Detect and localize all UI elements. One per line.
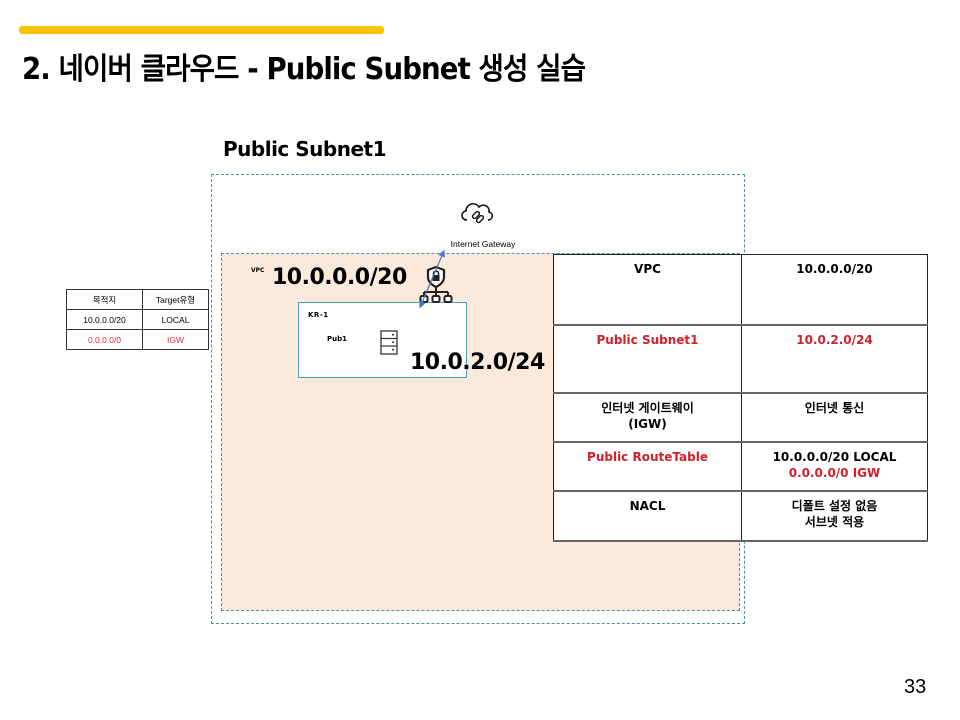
key-cell: VPC	[553, 254, 742, 325]
vpc-cidr: 10.0.0.0/20	[272, 265, 407, 290]
value-line: 디폴트 설정 없음	[791, 498, 878, 513]
vpc-tag: VPC	[251, 267, 265, 274]
value-cell: 디폴트 설정 없음 서브넷 적용	[741, 490, 928, 541]
value-line: 10.0.0.0/20 LOCAL	[772, 449, 897, 464]
page-number: 33	[904, 676, 927, 698]
key-line: 인터넷 게이트웨이	[601, 400, 694, 415]
key-cell: Public Subnet1	[553, 324, 742, 393]
arrow-icon	[419, 249, 445, 309]
value-line: 0.0.0.0/0 IGW	[788, 465, 881, 480]
value-line: 서브넷 적용	[804, 514, 865, 529]
zone-label: KR-1	[308, 311, 329, 319]
subnet-cidr: 10.0.2.0/24	[410, 350, 545, 375]
accent-bar	[19, 26, 384, 34]
key-cell: Public RouteTable	[553, 441, 742, 491]
column-header-destination: 목적지	[66, 289, 143, 310]
table-row: 인터넷 게이트웨이 (IGW) 인터넷 통신	[553, 392, 928, 442]
server-icon	[380, 330, 398, 355]
key-cell: NACL	[553, 490, 742, 541]
value-cell: 인터넷 통신	[741, 392, 928, 442]
table-row: 10.0.0.0/20 LOCAL	[66, 309, 209, 330]
value-cell: 10.0.2.0/24	[741, 324, 928, 393]
cloud-link-icon	[461, 202, 494, 224]
key-cell: 인터넷 게이트웨이 (IGW)	[553, 392, 742, 442]
table-row: NACL 디폴트 설정 없음 서브넷 적용	[553, 490, 928, 541]
key-line: (IGW)	[628, 416, 667, 431]
info-table: VPC 10.0.0.0/20 Public Subnet1 10.0.2.0/…	[553, 254, 928, 542]
subnet-label: Pub1	[327, 335, 347, 343]
route-table: 목적지 Target유형 10.0.0.0/20 LOCAL 0.0.0.0/0…	[66, 289, 209, 350]
target-cell: IGW	[142, 329, 209, 350]
target-cell: LOCAL	[142, 309, 209, 330]
internet-gateway-label: Internet Gateway	[440, 237, 526, 252]
destination-cell: 0.0.0.0/0	[66, 329, 143, 350]
slide-title: 2. 네이버 클라우드 - Public Subnet 생성 실습	[22, 52, 586, 87]
value-cell: 10.0.0.0/20	[741, 254, 928, 325]
table-row: VPC 10.0.0.0/20	[553, 254, 928, 325]
table-row: 0.0.0.0/0 IGW	[66, 329, 209, 350]
subnet-heading: Public Subnet1	[223, 137, 386, 161]
route-table-header: 목적지 Target유형	[66, 289, 209, 310]
value-cell: 10.0.0.0/20 LOCAL 0.0.0.0/0 IGW	[741, 441, 928, 491]
table-row: Public Subnet1 10.0.2.0/24	[553, 324, 928, 393]
destination-cell: 10.0.0.0/20	[66, 309, 143, 330]
table-row: Public RouteTable 10.0.0.0/20 LOCAL 0.0.…	[553, 441, 928, 491]
column-header-target: Target유형	[142, 289, 209, 310]
